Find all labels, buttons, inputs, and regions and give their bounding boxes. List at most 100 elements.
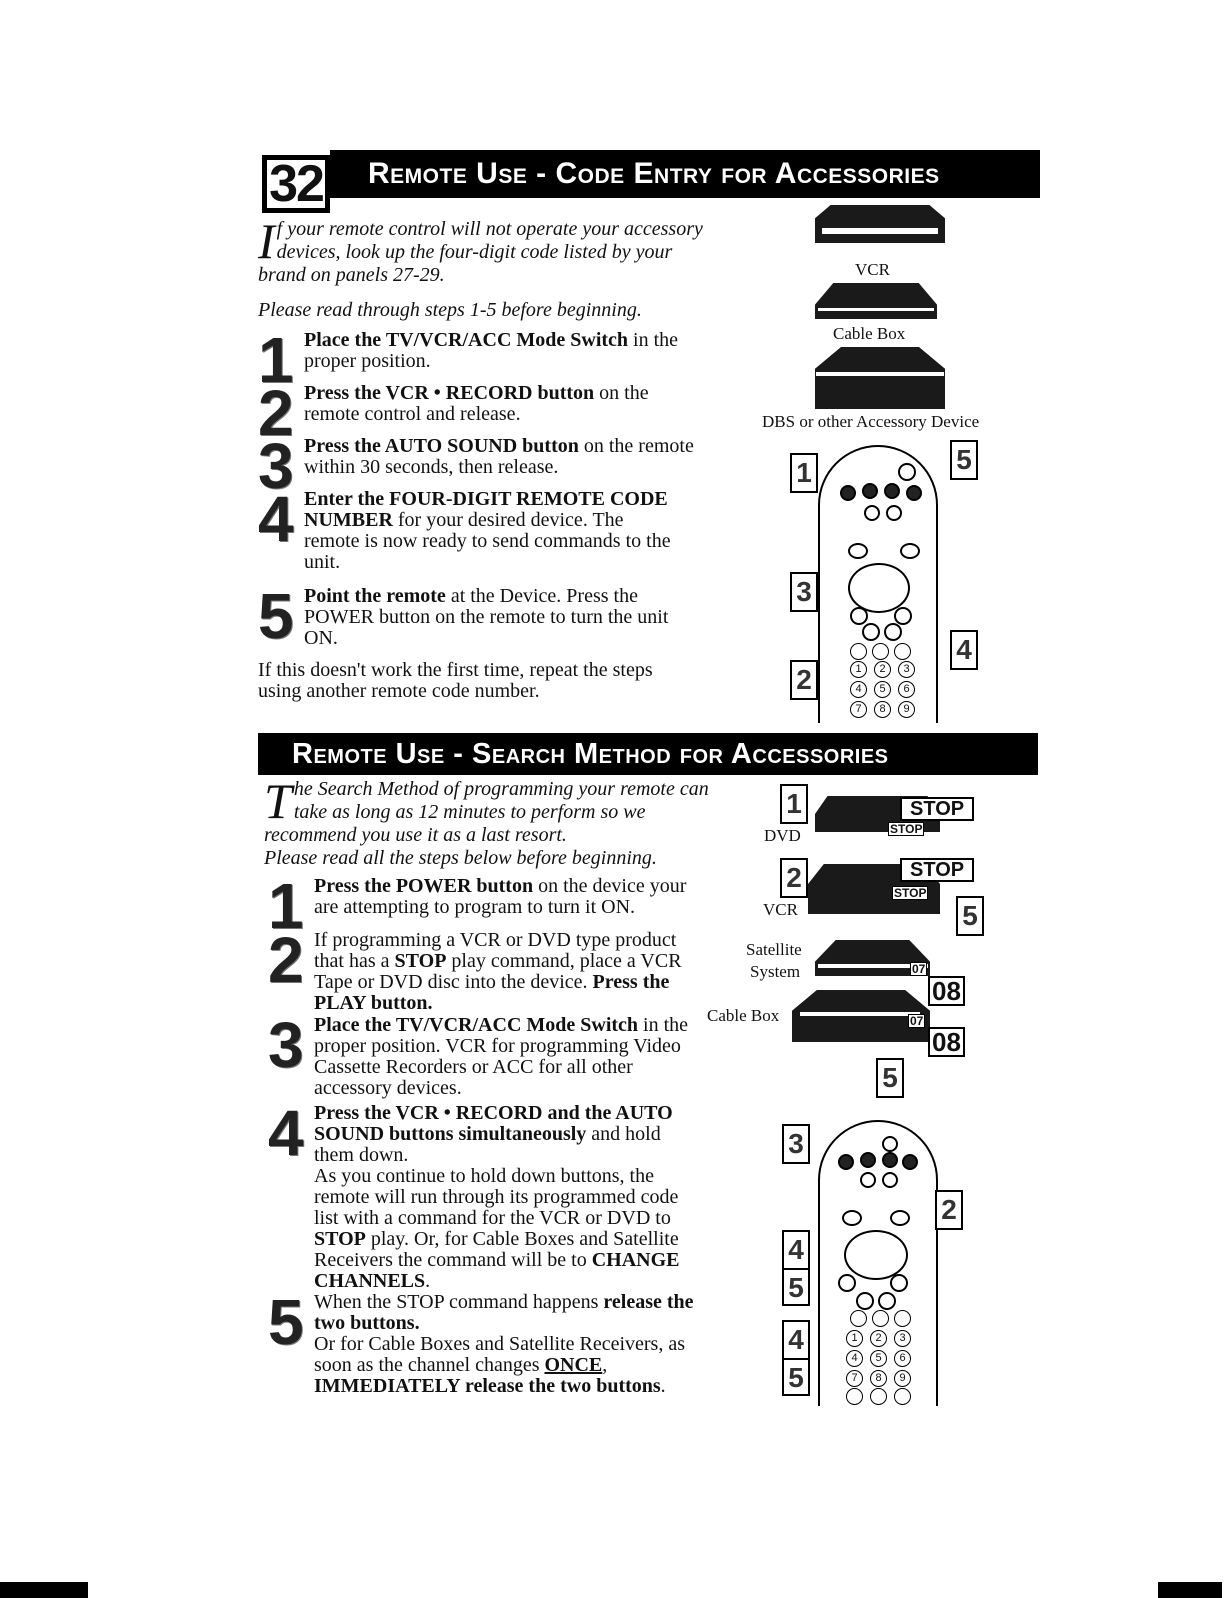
step-1-1: 1 Place the TV/VCR/ACC Mode Switch in th… (258, 328, 718, 392)
digit-button (850, 643, 867, 660)
remote-illustration-1: 1 2 3 4 5 6 7 8 9 (818, 445, 938, 723)
digit-button-6: 6 (898, 681, 915, 698)
step-text: If programming a VCR or DVD type product… (314, 929, 682, 1014)
cable-box-line (818, 308, 934, 311)
mode-button-icon (860, 1152, 876, 1168)
step-text: Press the VCR • RECORD button on the rem… (304, 382, 649, 425)
dropcap-i: I (258, 213, 275, 269)
record-button-icon (860, 1172, 876, 1188)
mode-button-icon (902, 1154, 918, 1170)
satellite-caption-line-1: Satellite (746, 940, 802, 959)
mode-button-icon (840, 485, 856, 501)
dbs-caption: DBS or other Accessory Device (762, 412, 980, 431)
dbs-device-illustration (815, 347, 945, 409)
digit-button (872, 1310, 889, 1327)
step-text: Press the AUTO SOUND button on the remot… (304, 435, 694, 478)
cable-box-illustration (815, 283, 937, 319)
digit-button-1: 1 (846, 1330, 863, 1347)
remote-illustration-2: 1 2 3 4 5 6 7 8 9 (818, 1120, 938, 1406)
read-note-2: Please read all the steps below before b… (264, 847, 657, 869)
callout-vcr-step-5: 5 (956, 896, 984, 936)
digit-button-3: 3 (894, 1330, 911, 1347)
channel-minus-icon (878, 1292, 896, 1310)
cable-code-big: 08 (928, 1027, 965, 1057)
vcr-slot (822, 228, 938, 234)
step-text: Press the POWER button on the device you… (314, 875, 687, 918)
callout-remote-digits-4-5-group: 4 5 (782, 1320, 810, 1396)
mode-button-icon (862, 483, 878, 499)
status-button-icon (890, 1210, 910, 1226)
dvd-stop-small-tag: STOP (888, 822, 925, 836)
step-2-4: 4 Press the VCR • RECORD and the AUTO SO… (268, 1101, 718, 1292)
cable-box-caption: Cable Box (833, 324, 906, 343)
callout-step-4: 4 (950, 630, 978, 670)
dbs-line (816, 372, 944, 376)
intro-text-1: f your remote control will not operate y… (258, 218, 703, 286)
step-1-4: 4 Enter the FOUR-DIGIT REMOTE CODE NUMBE… (258, 483, 718, 579)
cable-box-caption-2: Cable Box (707, 1006, 780, 1025)
mode-button-icon (882, 1152, 898, 1168)
digit-button-4: 4 (846, 1350, 863, 1367)
digit-button-4: 4 (850, 681, 867, 698)
step-number: 1 (258, 324, 294, 396)
step-1-2: 2 Press the VCR • RECORD button on the r… (258, 381, 718, 445)
satellite-line (818, 964, 928, 968)
vcr-stop-small-tag: STOP (892, 886, 929, 900)
digit-button-9: 9 (894, 1370, 911, 1387)
mode-button-icon (906, 485, 922, 501)
mode-button-icon (838, 1154, 854, 1170)
step-number: 4 (258, 483, 294, 555)
digit-button-7: 7 (850, 701, 867, 718)
step-number: 2 (268, 924, 304, 996)
callout-remote-step-3: 3 (782, 1124, 810, 1164)
dpad-icon (844, 1230, 908, 1280)
dvd-caption: DVD (764, 826, 801, 845)
page-number: 32 (262, 155, 330, 213)
step-text: When the STOP command happens release th… (314, 1291, 694, 1397)
cable-box-illustration-2 (792, 990, 930, 1042)
digit-button-8: 8 (874, 701, 891, 718)
digit-button (872, 643, 889, 660)
step-text: Point the remote at the Device. Press th… (304, 585, 669, 649)
step-number: 3 (258, 430, 294, 502)
digit-button (850, 1310, 867, 1327)
vcr-caption: VCR (855, 260, 890, 279)
digit-button (870, 1388, 887, 1405)
channel-plus-icon (890, 1274, 908, 1292)
digit-button-7: 7 (846, 1370, 863, 1387)
step-text: Press the VCR • RECORD and the AUTO SOUN… (314, 1102, 680, 1292)
step-number: 3 (268, 1009, 304, 1081)
step-text: Place the TV/VCR/ACC Mode Switch in the … (304, 329, 679, 372)
read-note-1: Please read through steps 1-5 before beg… (258, 299, 642, 321)
menu-button-icon (848, 543, 868, 559)
power-button-icon (882, 1136, 898, 1152)
digit-button-5: 5 (870, 1350, 887, 1367)
record-button-icon (864, 505, 880, 521)
callout-remote-step-2: 2 (935, 1190, 963, 1230)
callout-vcr-step-2: 2 (780, 858, 808, 898)
digit-button (846, 1388, 863, 1405)
step-number: 5 (268, 1286, 304, 1358)
step-text: Enter the FOUR-DIGIT REMOTE CODE NUMBER … (304, 488, 671, 573)
section-title-search-method: Remote Use - Search Method for Accessori… (258, 733, 1038, 775)
power-button-icon (898, 463, 916, 481)
cable-box-line-2 (800, 1012, 920, 1016)
digit-button-2: 2 (870, 1330, 887, 1347)
section-title-code-entry: Remote Use - Code Entry for Accessories (330, 150, 1040, 198)
callout-cable-step-5: 5 (876, 1058, 904, 1098)
step-2-5: 5 When the STOP command happens release … (268, 1286, 718, 1402)
digit-button-5: 5 (874, 681, 891, 698)
volume-plus-icon (850, 607, 868, 625)
digit-button-3: 3 (898, 661, 915, 678)
satellite-caption-line-2: System (750, 962, 801, 981)
sound-button-icon (886, 505, 902, 521)
dvd-stop-tag: STOP (900, 797, 975, 821)
digit-button-9: 9 (898, 701, 915, 718)
step-number: 5 (258, 580, 294, 652)
digit-button-8: 8 (870, 1370, 887, 1387)
step-number: 2 (258, 377, 294, 449)
footer-mark-left (0, 1582, 88, 1598)
satellite-code-small: 07 (910, 962, 928, 976)
